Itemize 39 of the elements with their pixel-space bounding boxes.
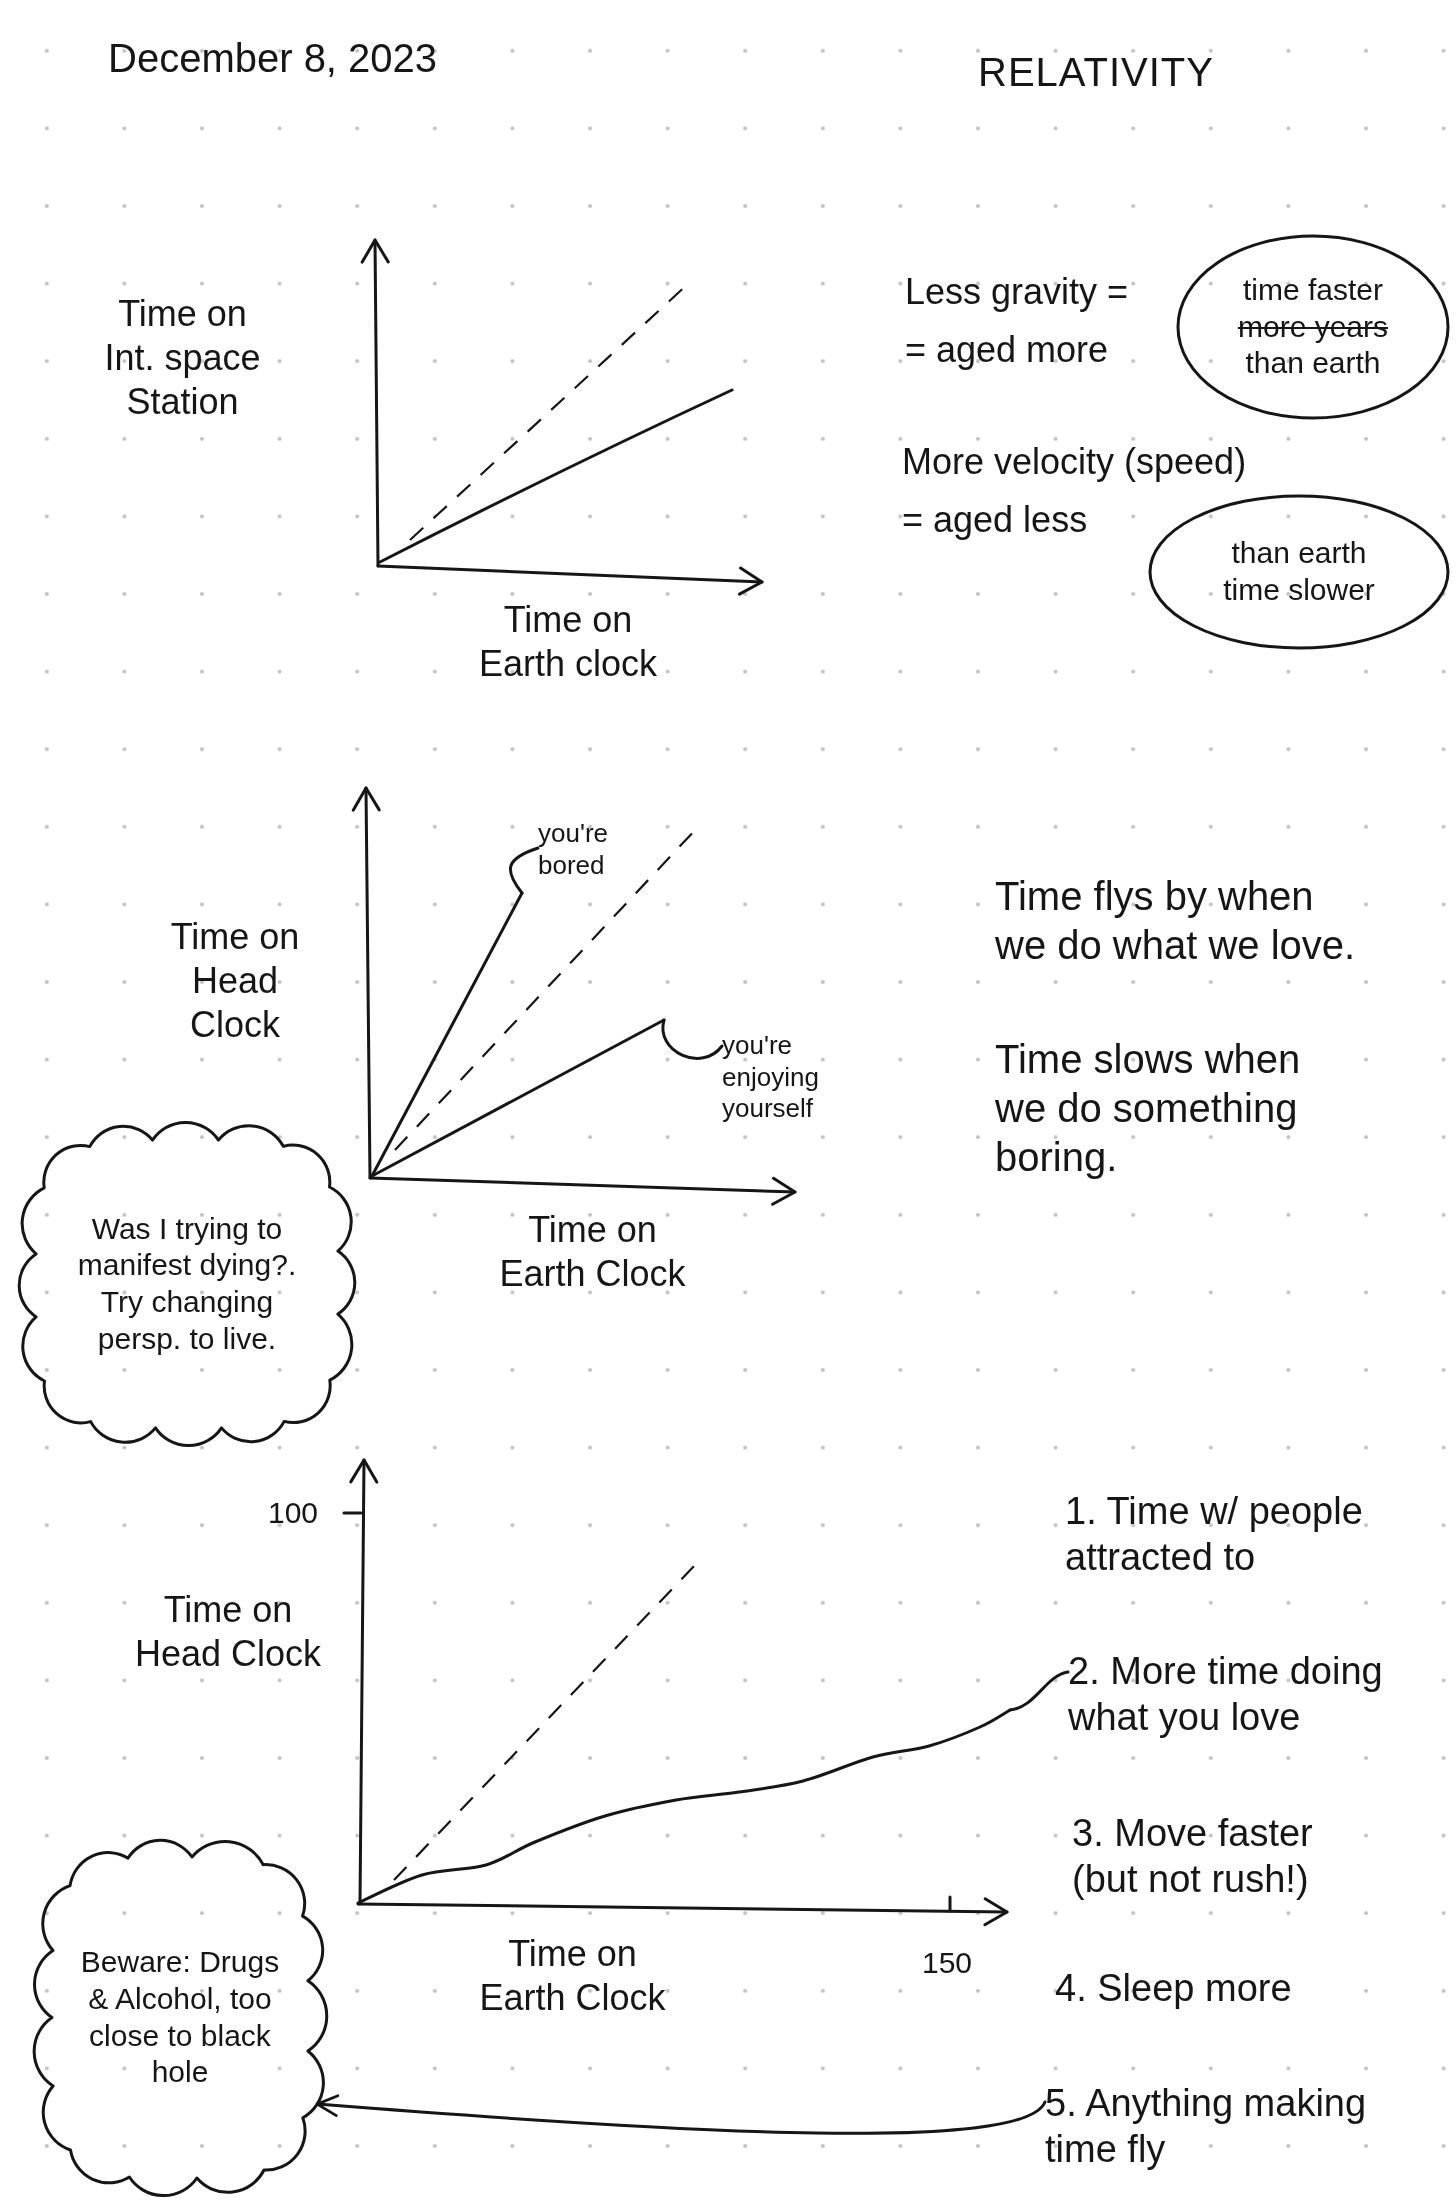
axis-label: Time on Earth Clock: [478, 1932, 667, 2020]
list-item-text: 2. More time doing what you love: [1068, 1648, 1448, 1741]
thought-text: Beware: Drugs & Alcohol, too close to black hole: [80, 1944, 280, 2091]
leader-line: [508, 846, 540, 895]
wavy-plot-line: [356, 1708, 1012, 1905]
page-title: RELATIVITY: [978, 50, 1214, 95]
axis-label: Time on Head Clock: [169, 915, 301, 1047]
note-text: Time flys by when we do what we love.: [995, 873, 1357, 969]
struck-out-text: more years: [1237, 308, 1388, 345]
plot-line: [370, 891, 524, 1178]
note-text: than earth: [1245, 345, 1381, 382]
list-item-text: 3. Move faster (but not rush!): [1072, 1811, 1314, 1903]
arrow: [315, 2094, 1047, 2135]
thought-text: Was I trying to manifest dying?. Try changing persp. to live.: [76, 1210, 298, 1357]
axis-label: Time on Int. space Station: [103, 292, 262, 424]
date-text: December 8, 2023: [108, 35, 439, 82]
circled-note: [1148, 494, 1450, 650]
note-text: Time slows when we do something boring.: [995, 1036, 1302, 1181]
tick-label: 150: [922, 1945, 974, 1981]
leader-line: [1008, 1670, 1070, 1712]
note-text: = aged more: [905, 328, 1110, 372]
axis-label: Time on Earth clock: [477, 598, 659, 686]
annotation-text: you're enjoying yourself: [722, 1030, 837, 1126]
tick-label: 100: [268, 1495, 320, 1531]
note-text: = aged less: [902, 498, 1089, 542]
note-text: More velocity (speed): [902, 440, 1248, 484]
annotation-text: you're bored: [538, 818, 618, 882]
note-text: than earth: [1231, 535, 1367, 572]
axis-label: Time on Head Clock: [133, 1588, 323, 1676]
circled-note: [1176, 234, 1450, 420]
note-text: time slower: [1223, 572, 1375, 608]
leader-line: [661, 1018, 724, 1060]
note-text: time faster: [1242, 272, 1383, 309]
list-item-text: 1. Time w/ people attracted to: [1065, 1489, 1364, 1581]
list-item-text: 4. Sleep more: [1055, 1966, 1293, 2011]
note-text: Less gravity =: [905, 270, 1130, 314]
plot-line: [370, 1018, 666, 1178]
list-item-text: 5. Anything making time fly: [1045, 2080, 1425, 2173]
axis-label: Time on Earth Clock: [498, 1208, 687, 1296]
